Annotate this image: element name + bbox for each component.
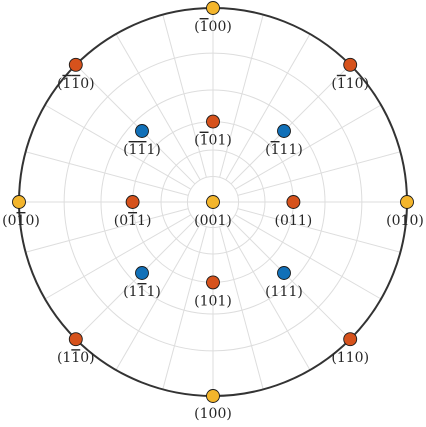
pole-marker-p001 <box>206 195 220 209</box>
pole-labels: (001) (100) (100) (010) (010) (110) (110) (110)… <box>2 19 424 422</box>
grid-spoke <box>230 64 351 185</box>
pole-marker-p110 <box>343 332 358 347</box>
pole-marker-p1-11 <box>135 266 149 280</box>
pole-marker-p-100 <box>206 1 220 15</box>
pole-label-p0-10: (010) <box>2 213 40 229</box>
polar-grid <box>19 8 407 396</box>
grid-spoke <box>219 14 264 178</box>
grid-spoke <box>44 214 192 300</box>
grid-spoke <box>115 223 201 371</box>
pole-label-p-100: (100) <box>194 19 232 35</box>
grid-spoke <box>115 33 201 181</box>
pole-label-p0-11: (011) <box>114 213 152 229</box>
pole-label-p001: (001) <box>194 213 232 229</box>
grid-spoke <box>75 219 196 340</box>
pole-marker-p-101 <box>206 114 220 129</box>
grid-spoke <box>237 208 401 253</box>
grid-spoke <box>225 33 311 181</box>
pole-label-p100: (100) <box>194 406 232 422</box>
grid-spoke <box>230 219 351 340</box>
pole-marker-p011 <box>286 195 301 209</box>
pole-label-p1-11: (111) <box>123 284 161 300</box>
grid-spoke <box>219 226 264 390</box>
pole-marker-p0-10 <box>12 195 26 209</box>
grid-spoke <box>234 214 382 300</box>
grid-spoke <box>25 151 189 196</box>
grid-spoke <box>25 208 189 253</box>
pole-label-p-101: (101) <box>194 133 232 149</box>
grid-spoke <box>162 226 207 390</box>
pole-marker-p0-11 <box>125 195 140 209</box>
grid-spoke <box>162 14 207 178</box>
pole-marker-p-1-10 <box>68 57 83 72</box>
pole-label-p-1-11: (111) <box>123 142 161 158</box>
grid-spoke <box>237 151 401 196</box>
pole-label-p110: (110) <box>331 350 369 366</box>
grid-spoke <box>225 223 311 371</box>
pole-marker-p100 <box>206 389 220 403</box>
pole-marker-p101 <box>206 275 220 290</box>
pole-marker-p-110 <box>343 57 358 72</box>
pole-label-p010: (010) <box>386 213 424 229</box>
pole-label-p011: (011) <box>275 213 313 229</box>
grid-spoke <box>234 104 382 190</box>
pole-marker-p1-10 <box>68 332 83 347</box>
pole-label-p-110: (110) <box>331 76 369 92</box>
pole-markers <box>12 1 414 403</box>
grid-spoke <box>75 64 196 185</box>
pole-label-p1-10: (110) <box>57 350 95 366</box>
pole-marker-p010 <box>400 195 414 209</box>
pole-marker-p111 <box>277 266 291 280</box>
pole-label-p-111: (111) <box>265 142 303 158</box>
pole-marker-p-111 <box>277 124 291 138</box>
grid-spoke <box>44 104 192 190</box>
pole-marker-p-1-11 <box>135 124 149 138</box>
pole-label-p101: (101) <box>194 293 232 309</box>
pole-label-p111: (111) <box>265 284 303 300</box>
pole-label-p-1-10: (110) <box>57 76 95 92</box>
